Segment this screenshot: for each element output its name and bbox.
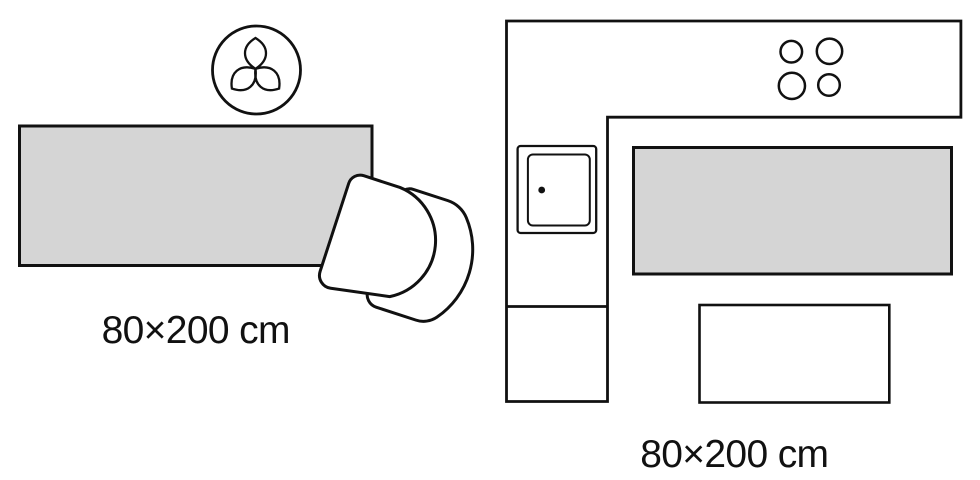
svg-text:80×200 cm: 80×200 cm: [640, 433, 828, 476]
svg-text:80×200 cm: 80×200 cm: [102, 309, 290, 352]
